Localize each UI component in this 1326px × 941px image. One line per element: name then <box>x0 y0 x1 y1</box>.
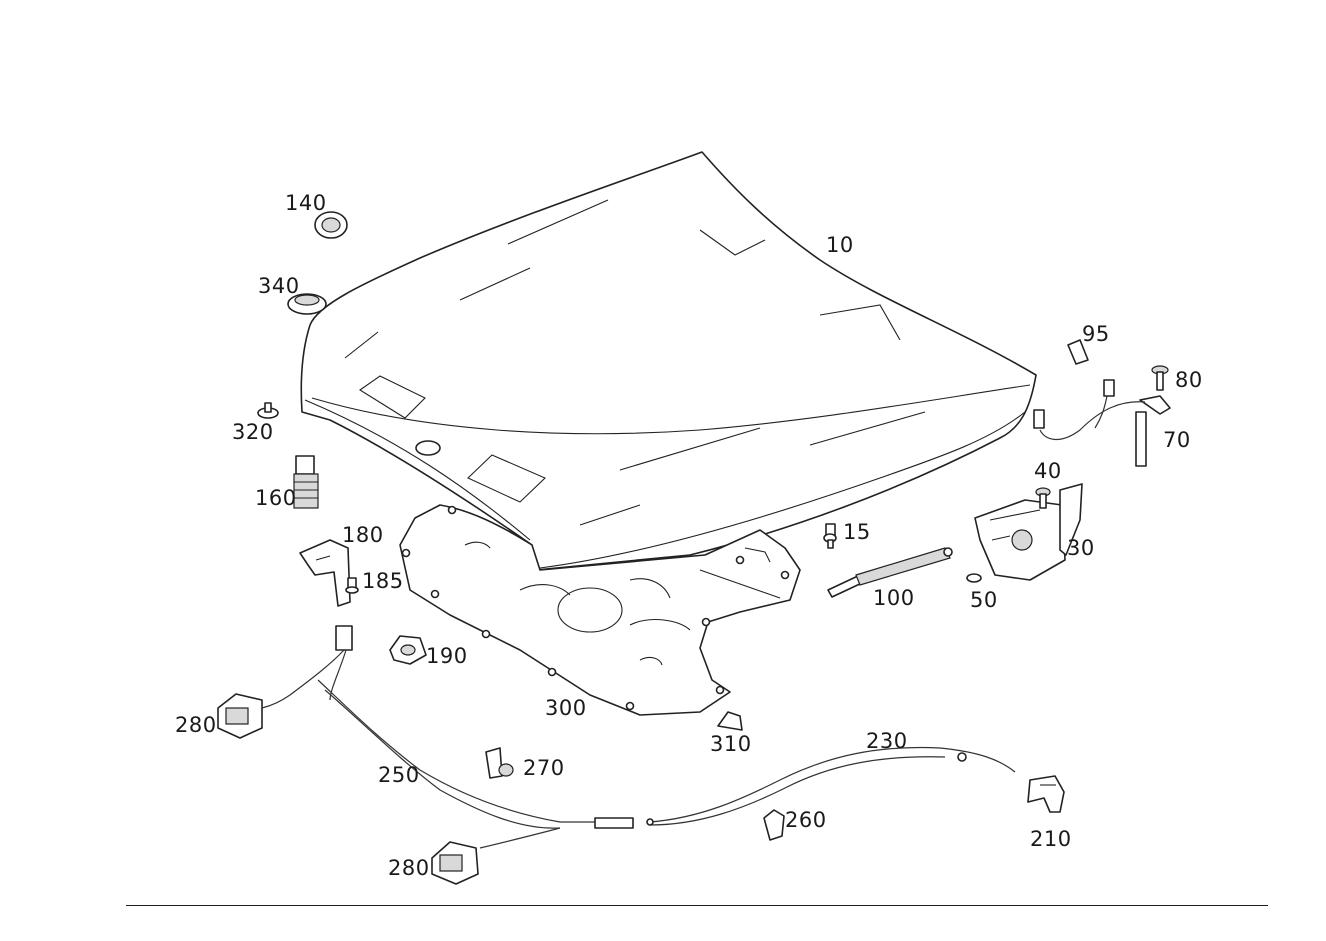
clip-260 <box>763 809 785 841</box>
label-310: 310 <box>710 732 752 756</box>
label-230: 230 <box>866 729 908 753</box>
label-140: 140 <box>285 191 327 215</box>
label-185: 185 <box>362 569 404 593</box>
bracket-270 <box>485 747 514 779</box>
rubber-buffer <box>293 455 319 509</box>
pin-185 <box>345 577 359 594</box>
label-95: 95 <box>1082 322 1110 346</box>
latch-280-lower <box>431 841 479 885</box>
emblem-base <box>287 293 327 315</box>
gas-strut-100 <box>827 547 953 598</box>
label-180: 180 <box>342 523 384 547</box>
label-40: 40 <box>1034 459 1062 483</box>
release-handle-210 <box>1027 775 1065 813</box>
emblem-ring <box>314 211 348 239</box>
cable-230 <box>646 746 1016 826</box>
label-30: 30 <box>1067 536 1095 560</box>
label-340: 340 <box>258 274 300 298</box>
latch-280-upper <box>217 625 353 739</box>
label-210: 210 <box>1030 827 1072 851</box>
bottom-rule <box>126 905 1268 906</box>
label-260: 260 <box>785 808 827 832</box>
hood-panel <box>300 151 1037 571</box>
clip-320 <box>257 402 279 419</box>
label-100: 100 <box>873 586 915 610</box>
screw-80 <box>1151 365 1169 391</box>
label-300: 300 <box>545 696 587 720</box>
washer-50 <box>966 573 982 583</box>
label-280-lower: 280 <box>388 856 430 880</box>
insulation-mat <box>399 504 801 716</box>
label-320: 320 <box>232 420 274 444</box>
label-160: 160 <box>255 486 297 510</box>
mount-190 <box>389 635 427 665</box>
clip-310 <box>717 711 743 731</box>
bracket-180 <box>299 539 351 607</box>
label-280-upper: 280 <box>175 713 217 737</box>
label-10: 10 <box>826 233 854 257</box>
sensor-70 <box>1033 379 1171 467</box>
hood-lock-30 <box>974 483 1083 581</box>
release-cable-250 <box>317 679 634 849</box>
ball-stud-15 <box>823 523 837 549</box>
label-190: 190 <box>426 644 468 668</box>
label-70: 70 <box>1163 428 1191 452</box>
label-80: 80 <box>1175 368 1203 392</box>
label-50: 50 <box>970 588 998 612</box>
label-270: 270 <box>523 756 565 780</box>
bolt-40 <box>1035 487 1051 509</box>
label-15: 15 <box>843 520 871 544</box>
connector-95 <box>1067 339 1089 365</box>
label-250: 250 <box>378 763 420 787</box>
